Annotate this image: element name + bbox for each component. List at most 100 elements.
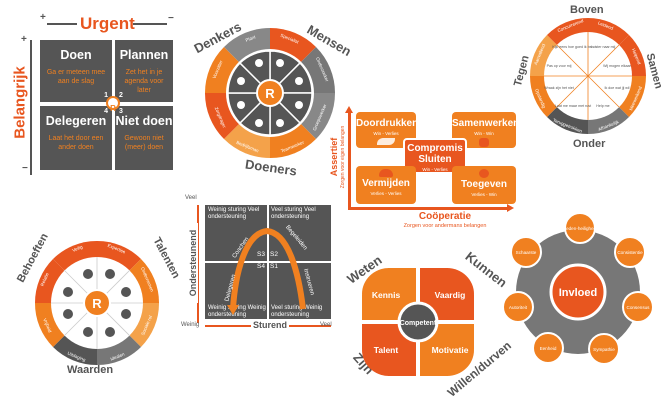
- box-title: Vermijden: [362, 178, 410, 189]
- outer-label: Leidend: [597, 20, 614, 31]
- seg-label: Vrijheid: [42, 318, 53, 334]
- wheel1-icons: [237, 59, 303, 127]
- shield-icon: [83, 269, 93, 279]
- invloed-model: Invloed Reden-heiligheid Consistentie Co…: [502, 212, 654, 365]
- seg-label: Uitdaging: [67, 351, 87, 363]
- sl-code-s2: S2: [270, 251, 278, 258]
- outer-label: Helpend: [631, 48, 642, 66]
- sl-code-s4: S4: [257, 263, 265, 270]
- cell-title: Niet doen: [115, 114, 173, 128]
- competent-center-label: Competent: [400, 320, 437, 327]
- owl-icon: [479, 138, 489, 147]
- sl-grid-hline: [205, 261, 331, 263]
- node-consensus: [622, 291, 654, 323]
- conflict-y-arrow: [345, 106, 353, 113]
- sl-veel-y: Veel: [185, 195, 197, 201]
- sl-veel-x: Veel: [320, 322, 332, 328]
- brain-icon: [237, 77, 245, 85]
- sl-curve: [227, 227, 306, 315]
- box-sub: Win - Win: [474, 131, 494, 136]
- wheel2-dividers: [544, 32, 632, 120]
- wheel-boven-onder: Leidend Helpend Meewerkend Afhankelijk T…: [530, 18, 646, 134]
- seg-label: Expertise: [107, 243, 127, 255]
- wheel3-waarden-label: Waarden: [67, 364, 114, 376]
- situational-model: Veel Ondersteunend Weinig sturing Veel o…: [181, 195, 335, 335]
- box-title: Samenwerken: [452, 118, 520, 129]
- people-icon: [121, 309, 131, 319]
- node-autoriteit: [502, 291, 534, 323]
- matrix-plus-side: +: [21, 34, 27, 45]
- cell-title: Delegeren: [45, 114, 107, 128]
- wheel2-boven-label: Boven: [570, 4, 604, 16]
- sl-q-tr: Veel sturing Veel ondersteuning: [271, 207, 316, 220]
- matrix-top-axis: [47, 23, 77, 25]
- wheel1-center: [256, 79, 284, 107]
- node-label: Consensus: [627, 305, 651, 310]
- quad-label-vaardig: Vaardig: [435, 290, 466, 300]
- node-label: Sympathie: [593, 347, 615, 352]
- competent-center: [397, 301, 439, 343]
- conflict-x-axis: [348, 207, 508, 210]
- inner-label: Pas op voor mij: [547, 64, 572, 68]
- sl-weinig-x: Weinig: [181, 322, 200, 328]
- conflict-x-sub: Zorgen voor andermans belangen: [403, 223, 487, 229]
- sl-y-axis: [197, 205, 199, 323]
- node-label: Schaarste: [516, 250, 537, 255]
- node-label: Eenheid: [540, 346, 557, 351]
- heart-icon: [63, 287, 73, 297]
- cell-num: 4: [104, 108, 108, 115]
- invloed-node-labels: Reden-heiligheid Consistentie Consensus …: [509, 226, 650, 352]
- sl-arrow-head: [227, 305, 239, 315]
- seg-label: Veilig: [72, 244, 84, 253]
- bird-icon: [63, 309, 73, 319]
- wheel3-center: [83, 289, 111, 317]
- matrix-minus-side: −: [22, 163, 28, 174]
- invloed-center: [549, 263, 607, 321]
- matrix-cell-doen: Doen Ga er meteen mee aan de slag 1: [40, 40, 112, 102]
- seg-label: Plant: [245, 34, 257, 43]
- box-vermijden: Vermijden Verlies - Verlies: [356, 166, 416, 204]
- sl-code-s1: S1: [270, 263, 278, 270]
- competent-model: Competent Kennis Vaardig Talent Motivati…: [362, 268, 474, 376]
- node-consistentie: [614, 236, 646, 268]
- box-sub: Verlies - Win: [471, 192, 497, 197]
- cell-sub: Laat het door een ander doen: [48, 135, 104, 151]
- inner-label: Laat me maar met rust: [555, 104, 591, 108]
- matrix-minus-top: −: [168, 13, 174, 24]
- quad-label-motivatie: Motivatie: [432, 345, 469, 355]
- urgency-matrix: Urgent + − + − Belangrijk Doen Ga er met…: [0, 0, 175, 180]
- box-sub: Win - Verlies: [422, 167, 448, 172]
- box-title: Compromis Sluiten: [407, 143, 463, 165]
- chess-icon: [237, 101, 245, 109]
- y-sub: Zorgen voor eigen belangen: [340, 125, 346, 189]
- box-sub: Verlies - Verlies: [370, 191, 402, 196]
- sl-q-br: Veel sturing Weinig ondersteuning: [271, 305, 323, 318]
- matrix-plus-top: +: [40, 12, 46, 23]
- matrix-cell-plannen: Plannen Zet het in je agenda voor later …: [115, 40, 173, 102]
- quad-label-kennis: Kennis: [372, 290, 401, 300]
- matrix-cell-niet-doen: Niet doen Gewoon niet (meer) doen 3: [115, 106, 173, 170]
- node-label: Autoriteit: [509, 305, 528, 310]
- cell-sub: Ga er meteen mee aan de slag: [46, 69, 106, 85]
- bulb-icon: [276, 59, 284, 67]
- chess-icon: [121, 287, 131, 297]
- matrix-top-label: Urgent: [80, 14, 135, 33]
- node-sympathie: [588, 333, 620, 365]
- invloed-center-label: Invloed: [559, 287, 598, 299]
- inner-label: Kijk eens hoe goed ik ben: [552, 45, 593, 49]
- matrix-cell-delegeren: Delegeren Laat het door een ander doen 4: [40, 106, 112, 170]
- heart-icon: [276, 119, 284, 127]
- node-redenheiligheid: [564, 212, 596, 244]
- inner-label: Ik doe wat jij wil: [605, 86, 630, 90]
- sl-bell-curve: [230, 227, 306, 310]
- box-toegeven: Toegeven Verlies - Win: [452, 166, 516, 204]
- inner-label: Help me: [596, 104, 609, 108]
- matrix-center-badge: R: [106, 96, 120, 113]
- seg-label: Idealen: [110, 351, 126, 361]
- wheel3-center-r: R: [92, 296, 102, 311]
- teddy-icon: [479, 169, 489, 178]
- node-schaarste: [510, 236, 542, 268]
- conflict-y-axis: [348, 112, 351, 208]
- matrix-side-axis: [30, 40, 32, 175]
- cell-sub: Gewoon niet (meer) doen: [124, 135, 164, 151]
